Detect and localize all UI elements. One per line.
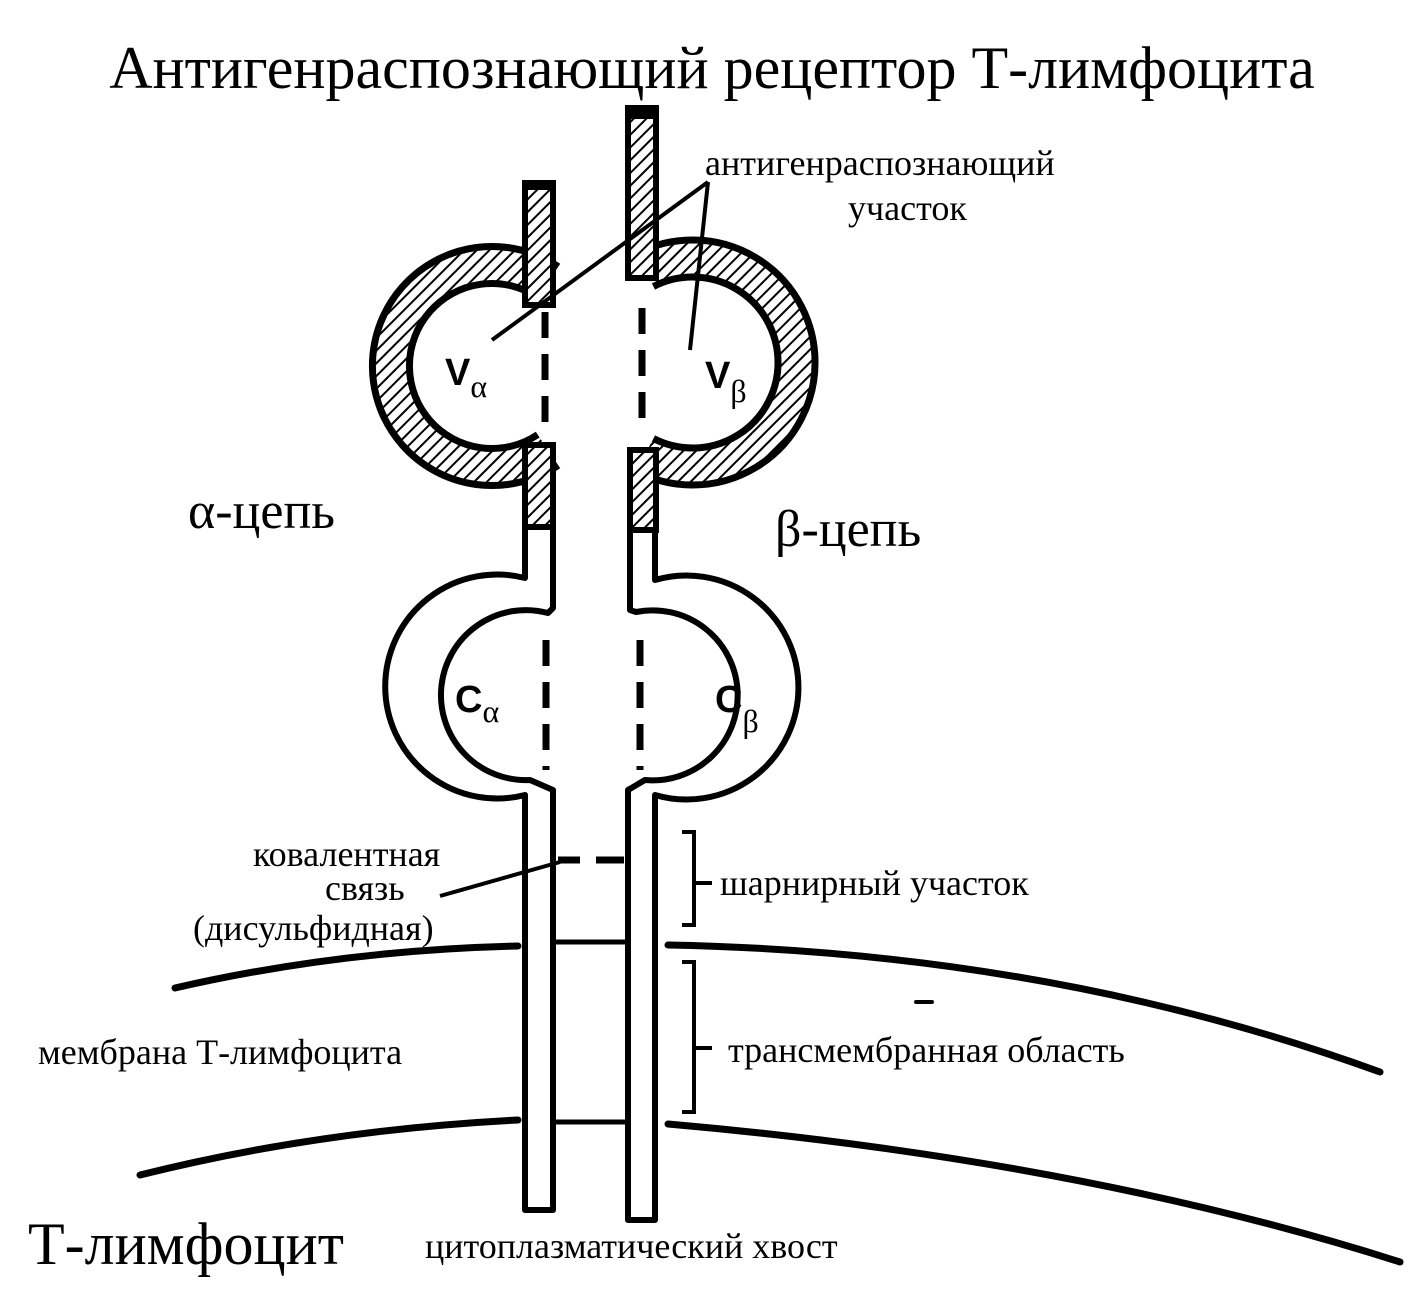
membrane-outer-left: [171, 942, 522, 992]
v-beta-label: Vβ: [705, 355, 747, 409]
c-beta-label: Cβ: [715, 679, 759, 739]
transmembrane-label: трансмембранная область: [728, 1030, 1125, 1070]
chain-links: [553, 939, 628, 1125]
tail-label: цитоплазматический хвост: [425, 1226, 838, 1266]
transmembrane-bracket: [682, 960, 712, 1114]
page-title: Антигенраспознающий рецептор Т-лимфоцита: [109, 35, 1315, 101]
c-alpha-domain: [382, 527, 556, 1213]
antigen-pointer-beta: [688, 181, 710, 351]
covalent-label-line1: ковалентная: [253, 834, 440, 874]
v-beta-top-strand: [625, 105, 659, 281]
membrane-outer-right: [664, 941, 1384, 1076]
v-alpha-mid-strand: [522, 442, 556, 530]
membrane-inner-right: [664, 1120, 1404, 1266]
cell-label: Т-лимфоцит: [28, 1211, 344, 1277]
hinge-bracket: [682, 830, 712, 927]
membrane-label: мембрана Т-лимфоцита: [38, 1032, 402, 1072]
cell-membrane: [136, 941, 1404, 1266]
beta-chain-label: β-цепь: [775, 501, 921, 558]
alpha-chain-label: α-цепь: [188, 483, 335, 540]
dashed-interface: [541, 308, 646, 770]
antigen-site-label-line1: антигенраспознающий: [705, 143, 1055, 183]
c-alpha-outline: [382, 527, 556, 1213]
v-alpha-label: Vα: [445, 352, 487, 404]
covalent-label-line3: (дисульфидная): [193, 908, 434, 948]
c-alpha-label: Cα: [455, 679, 499, 729]
membrane-inner-left: [136, 1116, 522, 1179]
antigen-site-label-line2: участок: [848, 188, 967, 228]
covalent-label-line2: связь: [325, 868, 405, 908]
hinge-label: шарнирный участок: [720, 863, 1029, 903]
v-alpha-top-strand: [522, 180, 556, 308]
antigen-pointer-alpha: [490, 180, 710, 342]
covalent-pointer: [439, 860, 561, 898]
v-beta-mid-strand: [627, 447, 659, 533]
c-beta-domain: [625, 530, 802, 1223]
v-alpha-domain: [369, 180, 561, 530]
pointer-lines: [439, 180, 710, 898]
v-beta-domain: [625, 105, 819, 533]
c-beta-outline: [625, 530, 802, 1223]
